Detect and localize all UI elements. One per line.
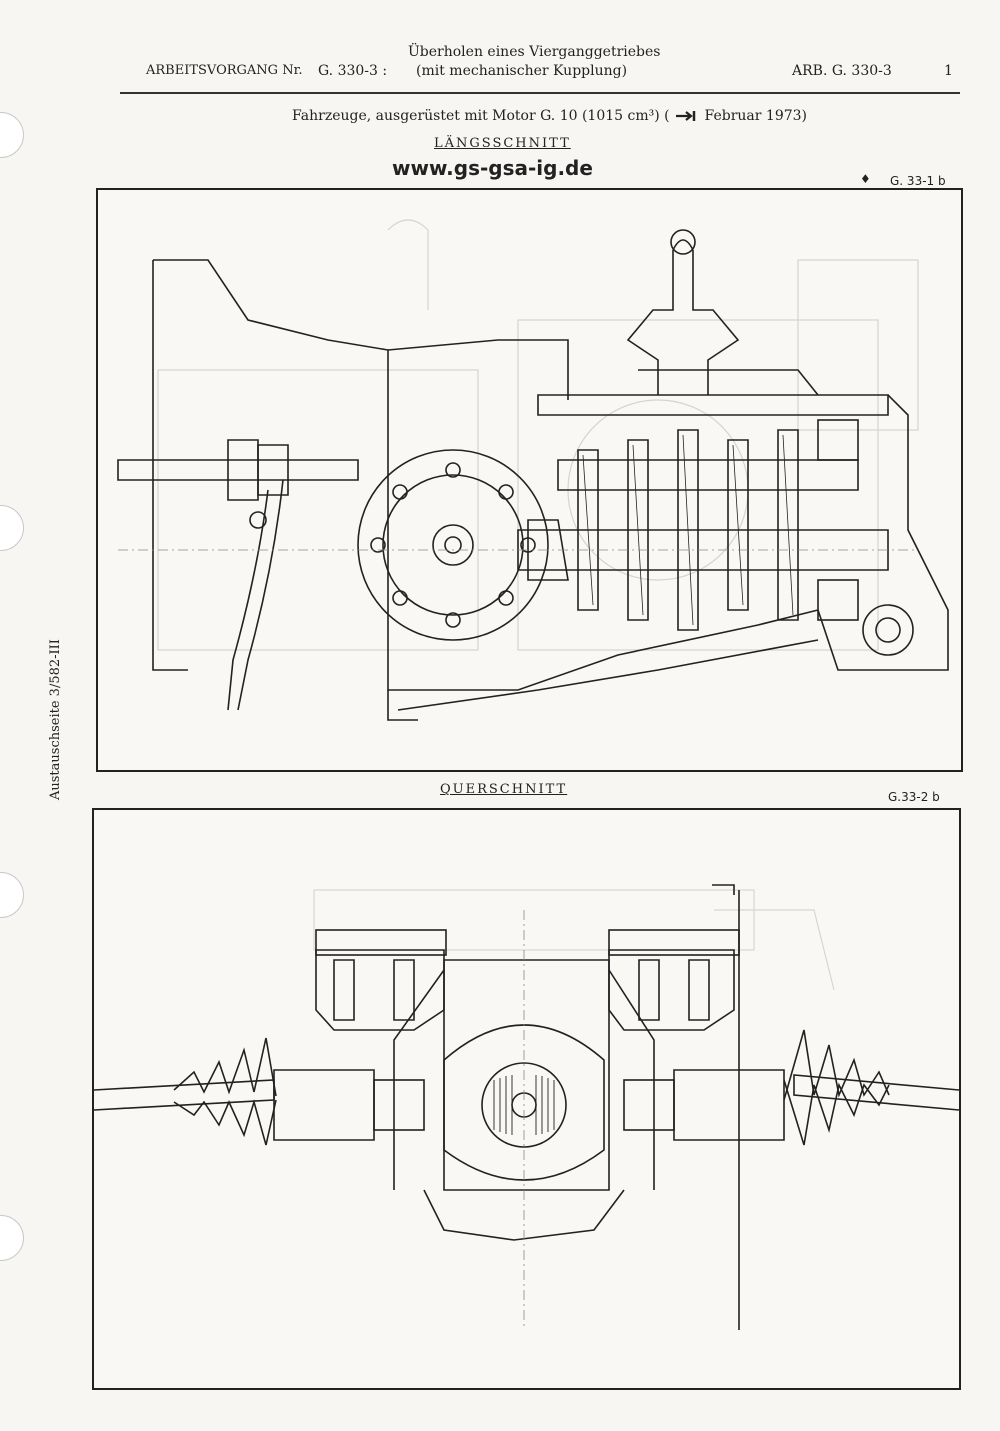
cross-section-figure: [92, 808, 961, 1390]
header-right-ref: ARB. G. 330-3: [792, 63, 892, 79]
longitudinal-section-drawing: [117, 219, 949, 721]
header-left-label: ARBEITSVORGANG Nr.: [146, 63, 303, 78]
header-op-number: G. 330-3 :: [318, 63, 388, 79]
header-title-line2: (mit mechanischer Kupplung): [416, 63, 628, 79]
vehicle-text: Fahrzeuge, ausgerüstet mit Motor G. 10 (…: [292, 108, 670, 124]
ghost-image-2: [313, 889, 835, 991]
arrow-to-bar-icon: [674, 110, 700, 122]
section2-title: QUERSCHNITT: [440, 782, 568, 797]
section1-ref-marker: ♦: [860, 172, 871, 186]
longitudinal-section-figure: [96, 188, 963, 772]
section1-ref: G. 33-1 b: [890, 174, 946, 188]
punch-hole-lower: [0, 872, 24, 918]
gearbox-outline: [117, 229, 949, 721]
punch-hole-top: [0, 112, 24, 158]
header-rule: [120, 92, 960, 94]
vehicle-line: Fahrzeuge, ausgerüstet mit Motor G. 10 (…: [292, 108, 807, 124]
gear-hatching: [582, 434, 794, 626]
punch-hole-bottom: [0, 1215, 24, 1261]
cross-section-drawing: [94, 884, 959, 1330]
vehicle-date: Februar 1973): [704, 108, 807, 124]
header-title-line1: Überholen eines Vierganggetriebes: [408, 44, 661, 60]
ghost-image: [157, 219, 919, 651]
section1-title: LÄNGSSCHNITT: [434, 136, 571, 151]
watermark-url: www.gs-gsa-ig.de: [392, 156, 593, 180]
differential-outline: [94, 884, 959, 1330]
punch-hole-mid: [0, 505, 24, 551]
section2-ref: G.33-2 b: [888, 790, 940, 804]
page-number: 1: [944, 63, 953, 79]
side-text: Austauschseite 3/582-III: [48, 639, 63, 800]
gear-teeth: [493, 1075, 555, 1135]
